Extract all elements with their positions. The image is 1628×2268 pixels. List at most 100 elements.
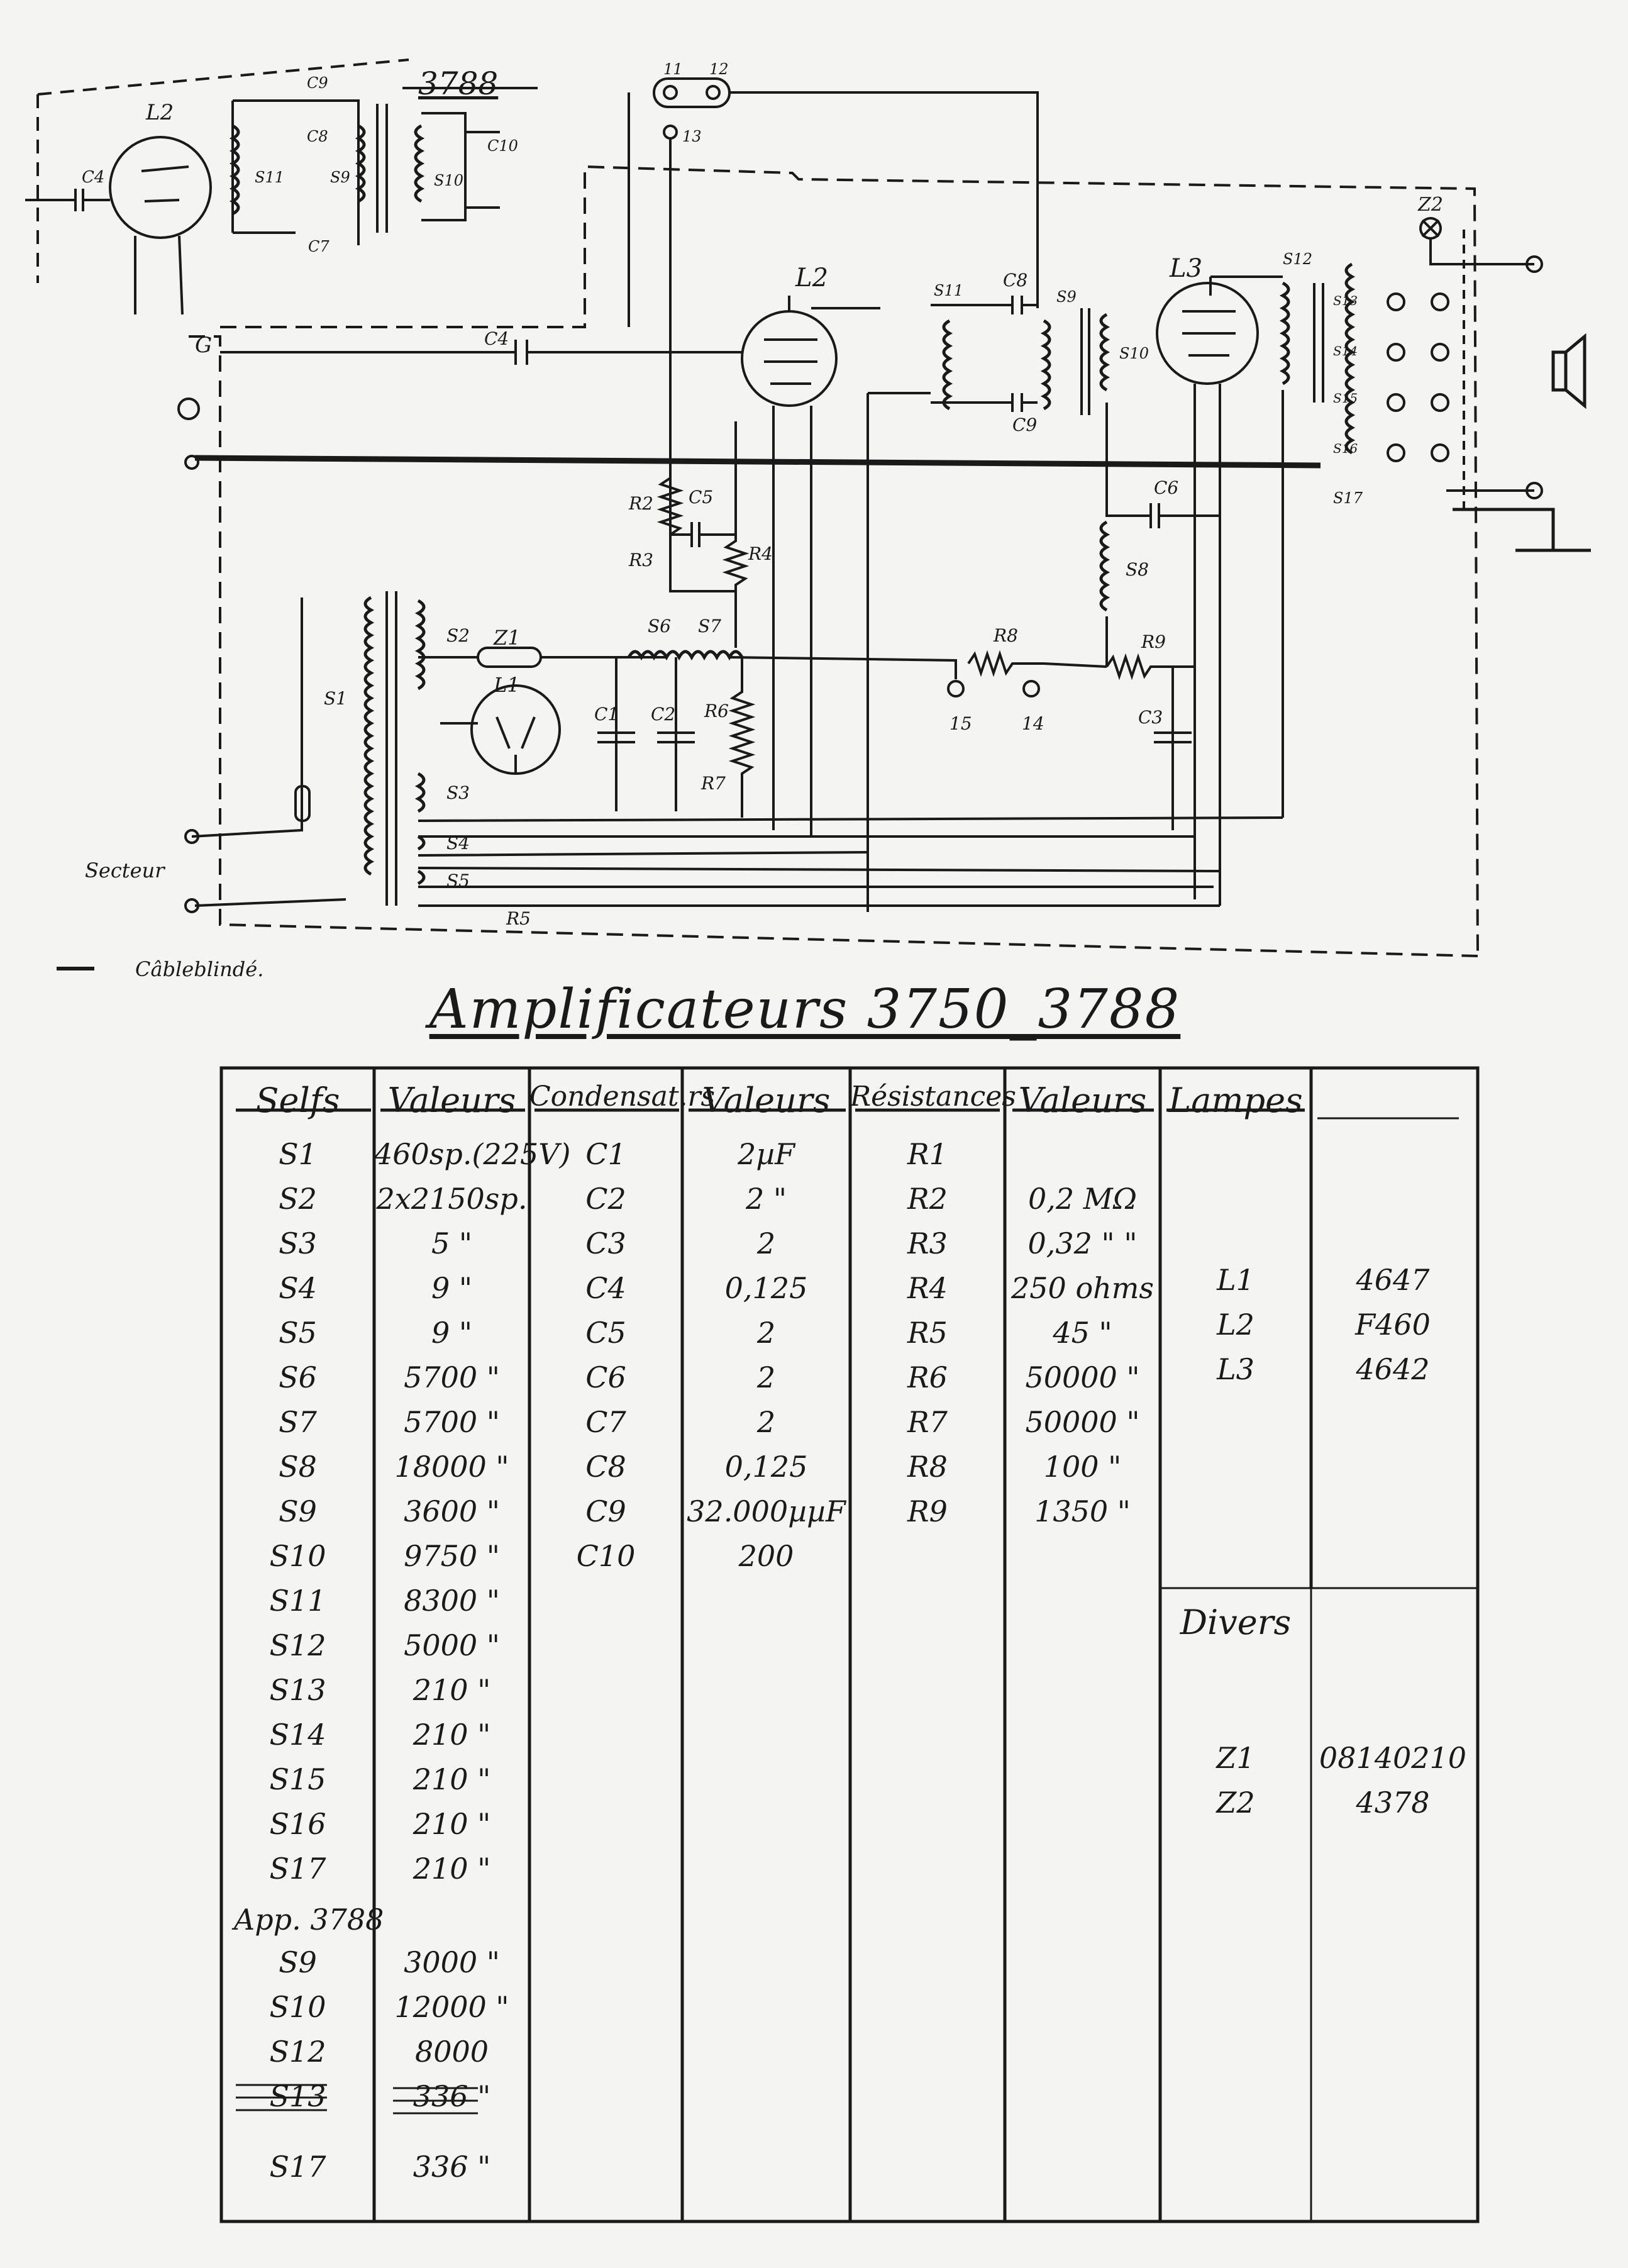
table-cell-self-value: 2x2150sp. <box>376 1182 528 1216</box>
table-cell-misc-ref: 4378 <box>1356 1786 1430 1820</box>
table-cell-self-final: S17 <box>269 2150 326 2184</box>
table-cell-self-value: 5000 " <box>404 1628 500 1662</box>
table-cell-misc-id: Z2 <box>1216 1786 1255 1820</box>
s11-label: S11 <box>934 282 963 299</box>
s13-label: S13 <box>1333 293 1358 308</box>
table-cell-capacitor: C9 <box>585 1494 626 1528</box>
table-cell-self-value: 9750 " <box>404 1539 500 1573</box>
table-cell-self-value: 210 " <box>413 1673 491 1707</box>
table-cell-self-app-value: 12000 " <box>394 1990 509 2024</box>
s2-label: S2 <box>446 625 470 646</box>
table-cell-resistor: R2 <box>907 1182 948 1216</box>
s1-label: S1 <box>324 688 347 709</box>
table-cell-self-value: 210 " <box>413 1718 491 1752</box>
table-cell-capacitor: C2 <box>585 1182 626 1216</box>
table-cell-self-app-value: 8000 <box>414 2035 489 2069</box>
insert-c9-label: C9 <box>307 74 328 92</box>
table-cell-self: S13 <box>269 1673 326 1707</box>
table-cell-capacitor-value: 200 <box>738 1539 794 1573</box>
table-cell-self-app: S9 <box>279 1945 317 1979</box>
table-cell-resistor-value: 0,2 MΩ <box>1027 1182 1138 1216</box>
s8-label: S8 <box>1126 559 1149 580</box>
table-cell-capacitor: C6 <box>585 1360 626 1394</box>
terminal-11-label: 11 <box>663 60 683 78</box>
s10-label: S10 <box>1119 345 1149 362</box>
table-cell-self-value: 210 " <box>413 1807 491 1841</box>
table-cell-self: S14 <box>269 1718 326 1752</box>
s5-label: S5 <box>446 870 470 891</box>
table-cell-self: S1 <box>279 1137 317 1171</box>
table-cell-self: S3 <box>279 1226 317 1260</box>
table-cell-resistor: R1 <box>907 1137 948 1171</box>
c2-label: C2 <box>651 704 675 725</box>
app-3788-label: App. 3788 <box>234 1903 384 1937</box>
c8-label: C8 <box>1003 270 1027 291</box>
table-cell-resistor: R9 <box>907 1494 948 1528</box>
table-cell-capacitor: C7 <box>585 1405 626 1439</box>
r9-label: R9 <box>1141 631 1166 652</box>
r8-label: R8 <box>993 625 1018 646</box>
table-cell-self-value: 5700 " <box>404 1360 500 1394</box>
table-cell-capacitor-value: 2 <box>756 1226 776 1260</box>
insert-c4-label: C4 <box>82 168 104 187</box>
s6-label: S6 <box>648 616 671 636</box>
output-tube-l3 <box>1156 282 1259 385</box>
s16-label: S16 <box>1333 441 1358 456</box>
table-cell-self: S16 <box>269 1807 326 1841</box>
s17-label: S17 <box>1333 489 1363 507</box>
table-cell-tube-id: L1 <box>1217 1263 1254 1297</box>
s7-label: S7 <box>698 616 721 636</box>
table-cell-self: S9 <box>279 1494 317 1528</box>
selfs-header: Selfs <box>255 1081 340 1120</box>
amplifier-schematic: L2 C9 C8 C4 S11 S9 C7 3788 S10 C10 11 12… <box>25 58 1591 981</box>
table-cell-self-value: 3600 " <box>404 1494 500 1528</box>
table-cell-self: S7 <box>279 1405 317 1439</box>
terminal-15-label: 15 <box>950 713 972 734</box>
s3-label: S3 <box>446 782 470 803</box>
insert-tube-label: L2 <box>145 100 174 125</box>
insert-s9-label: S9 <box>330 169 350 186</box>
c3-label: C3 <box>1138 707 1163 728</box>
table-cell-self: S15 <box>269 1762 326 1796</box>
table-cell-resistor-value: 250 ohms <box>1011 1271 1154 1305</box>
resistor-values-header: Valeurs <box>1018 1081 1147 1120</box>
table-cell-self-value: 18000 " <box>394 1450 509 1484</box>
insert-c7-label: C7 <box>308 238 329 255</box>
z1-label: Z1 <box>493 626 521 650</box>
l2-label: L2 <box>795 264 828 292</box>
resistors-header: Résistances <box>850 1081 1016 1113</box>
l3-label: L3 <box>1169 254 1202 283</box>
table-cell-resistor-value: 100 " <box>1043 1450 1122 1484</box>
table-cell-resistor-value: 50000 " <box>1025 1360 1140 1394</box>
s12-label: S12 <box>1283 250 1312 268</box>
table-cell-self-app-value: 3000 " <box>404 1945 500 1979</box>
table-cell-resistor: R8 <box>907 1450 948 1484</box>
table-cell-self-value: 210 " <box>413 1762 491 1796</box>
c1-label: C1 <box>594 704 619 725</box>
table-cell-self: S2 <box>279 1182 317 1216</box>
table-cell-self: S17 <box>269 1852 326 1886</box>
table-cell-self: S6 <box>279 1360 317 1394</box>
table-cell-tube-ref: 4642 <box>1356 1352 1430 1386</box>
g-label: G <box>195 333 212 358</box>
table-cell-self-final-value: 336 " <box>413 2150 491 2184</box>
insert-c10-label: C10 <box>487 137 518 155</box>
table-cell-capacitor: C8 <box>585 1450 626 1484</box>
r2-label: R2 <box>628 493 653 514</box>
c5-label: C5 <box>689 487 713 508</box>
insert-s10-label: S10 <box>434 172 463 189</box>
insert-s11-label: S11 <box>255 169 284 186</box>
table-cell-self-value: 8300 " <box>404 1584 500 1618</box>
table-cell-tube-id: L2 <box>1217 1308 1254 1342</box>
table-cell-self-value: 9 " <box>431 1316 473 1350</box>
s15-label: S15 <box>1333 391 1358 406</box>
terminal-13-label: 13 <box>682 128 702 145</box>
table-cell-capacitor: C3 <box>585 1226 626 1260</box>
table-cell-self: S5 <box>279 1316 317 1350</box>
